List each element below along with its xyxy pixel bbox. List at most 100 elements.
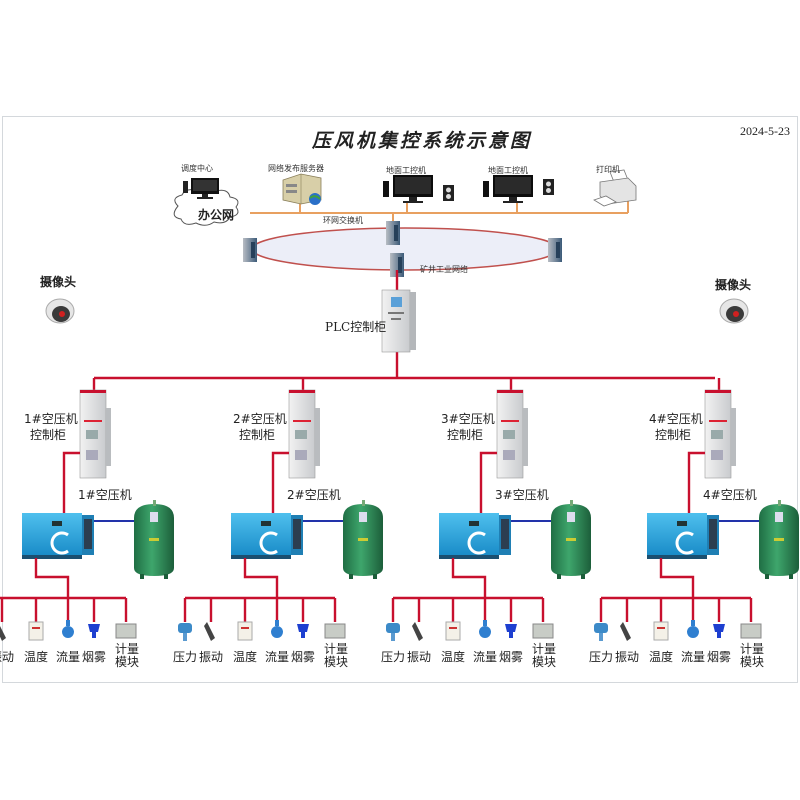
cabinet-label-sub: 控制柜 (655, 428, 692, 442)
control-cabinet-icon (381, 289, 416, 353)
device-label-workstation-1: 地面工控机 (386, 166, 426, 175)
dome-camera-icon (45, 298, 75, 324)
sensor-label: 温度 (441, 650, 466, 664)
metering-module-icon (532, 623, 554, 639)
cabinet-label: 1#空压机 (24, 412, 78, 426)
temperature-sensor-icon (653, 621, 669, 641)
device-label-printer: 打印机 (596, 165, 620, 174)
sensor-label: 压力 (589, 650, 614, 664)
sensor-label-line1: 计量 (532, 642, 557, 656)
ring-network (251, 227, 559, 271)
temperature-sensor-icon (237, 621, 253, 641)
sensor-label-line2: 模块 (532, 655, 557, 669)
diagram-date: 2024-5-23 (740, 124, 790, 138)
sensor-label: 流量 (56, 650, 81, 664)
temperature-sensor-icon (445, 621, 461, 641)
cabinet-label: 4#空压机 (649, 412, 703, 426)
sensor-label-line2: 模块 (115, 655, 140, 669)
pressure-transmitter-icon (594, 623, 608, 641)
diagram-title: 压风机集控系统示意图 (312, 130, 533, 152)
plc-cabinet-label: PLC控制柜 (325, 320, 387, 334)
camera-label-right: 摄像头 (715, 278, 752, 292)
sensor-label-line2: 模块 (740, 655, 765, 669)
air-tank-icon (551, 500, 591, 579)
sensor-label: 流量 (265, 650, 290, 664)
compressor-unit-4 (594, 378, 799, 641)
sensor-label: 压力 (173, 650, 198, 664)
cabinet-label: 2#空压机 (233, 412, 287, 426)
sensor-label: 烟雾 (82, 650, 107, 664)
device-label-web-server: 网络发布服务器 (268, 164, 324, 173)
smoke-sensor-icon (505, 624, 517, 638)
smoke-sensor-icon (713, 624, 725, 638)
compressor-control-cabinet-icon (704, 389, 736, 479)
sensor-label: 振动 (407, 650, 432, 664)
diagram-frame (2, 116, 798, 683)
pressure-transmitter-icon (386, 623, 400, 641)
sensor-label: 烟雾 (291, 650, 316, 664)
compressor-label: 2#空压机 (287, 488, 341, 502)
sensor-label: 计量模块 (532, 643, 556, 669)
switch-icon (548, 238, 562, 262)
smoke-sensor-icon (88, 624, 100, 638)
cabinet-label-sub: 控制柜 (30, 428, 67, 442)
compressor-label: 4#空压机 (703, 488, 757, 502)
switch-icon (243, 238, 257, 262)
air-compressor-icon (647, 513, 719, 559)
air-compressor-icon (231, 513, 303, 559)
cabinet-label: 3#空压机 (441, 412, 495, 426)
flow-meter-icon (479, 620, 491, 638)
sensor-label-line1: 计量 (115, 642, 140, 656)
desktop-computer-icon (183, 178, 219, 199)
switch-icon (390, 253, 404, 277)
compressor-unit-3 (386, 378, 591, 641)
compressor-label: 3#空压机 (495, 488, 549, 502)
pressure-transmitter-icon (178, 623, 192, 641)
camera-label-left: 摄像头 (40, 275, 77, 289)
sensor-label: 温度 (24, 650, 49, 664)
industrial-network-label: 矿井工业网络 (420, 265, 468, 274)
compressor-unit-1 (0, 378, 174, 641)
sensor-label: 振动 (199, 650, 224, 664)
metering-module-icon (740, 623, 762, 639)
flow-meter-icon (271, 620, 283, 638)
vibration-sensor-icon (0, 626, 6, 641)
device-label-dispatch-center: 调度中心 (181, 164, 213, 173)
metering-module-icon (115, 623, 137, 639)
compressor-control-cabinet-icon (288, 389, 320, 479)
cabinet-label-sub: 控制柜 (447, 428, 484, 442)
vibration-sensor-icon (412, 622, 423, 641)
vibration-sensor-icon (620, 622, 631, 641)
sensor-label: 烟雾 (707, 650, 732, 664)
office-network-label: 办公网 (198, 208, 235, 222)
air-tank-icon (134, 500, 174, 579)
sensor-label: 振动 (615, 650, 640, 664)
smoke-sensor-icon (297, 624, 309, 638)
flow-meter-icon (62, 620, 74, 638)
cabinet-label-sub: 控制柜 (239, 428, 276, 442)
metering-module-icon (324, 623, 346, 639)
air-tank-icon (759, 500, 799, 579)
sensor-label-line1: 计量 (324, 642, 349, 656)
device-label-workstation-2: 地面工控机 (488, 166, 528, 175)
sensor-label: 计量模块 (324, 643, 348, 669)
server-icon (282, 173, 322, 205)
dome-camera-icon (719, 298, 749, 324)
sensor-label-line2: 模块 (324, 655, 349, 669)
control-wiring (94, 270, 715, 380)
sensor-label: 计量模块 (115, 643, 139, 669)
sensor-label: 振动 (0, 650, 15, 664)
compressor-label: 1#空压机 (78, 488, 132, 502)
vibration-sensor-icon (204, 622, 215, 641)
ring-switch-label: 环网交换机 (323, 216, 363, 225)
sensor-label-line1: 计量 (740, 642, 765, 656)
sensor-label: 流量 (473, 650, 498, 664)
workstation-icon (483, 175, 554, 203)
workstation-icon (383, 175, 454, 203)
compressor-control-cabinet-icon (79, 389, 111, 479)
sensor-label: 压力 (381, 650, 406, 664)
temperature-sensor-icon (28, 621, 44, 641)
printer-icon (593, 169, 637, 207)
sensor-label: 温度 (649, 650, 674, 664)
